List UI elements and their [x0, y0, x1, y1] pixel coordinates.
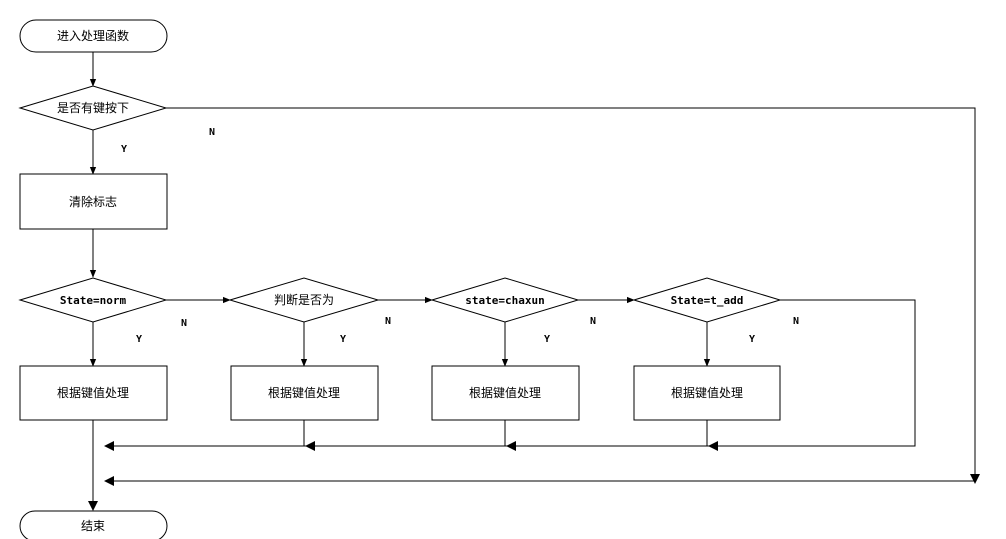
arrow-no-key-merge	[104, 476, 114, 486]
label-tadd-yes: Y	[749, 334, 755, 345]
process-key-value-2: 根据键值处理	[230, 365, 379, 421]
process-key-value-4-label: 根据键值处理	[671, 385, 743, 400]
label-key-no: N	[209, 127, 215, 138]
label-key-yes: Y	[121, 144, 127, 155]
process-key-value-4: 根据键值处理	[633, 365, 781, 421]
arrow-process2-merge	[305, 441, 315, 451]
label-chaxun-yes: Y	[544, 334, 550, 345]
decision-state-t-add: State=t_add	[632, 277, 782, 323]
decision-judge: 判断是否为	[228, 277, 380, 323]
process-key-value-1: 根据键值处理	[19, 365, 168, 421]
end-node: 结束	[19, 510, 168, 539]
decision-judge-label: 判断是否为	[274, 292, 334, 307]
label-norm-no: N	[181, 318, 187, 329]
decision-state-norm-label: State=norm	[60, 294, 127, 307]
arrow-process3-merge	[506, 441, 516, 451]
label-norm-yes: Y	[136, 334, 142, 345]
arrow-process4-merge	[708, 441, 718, 451]
arrow-tadd-no-merge	[104, 441, 114, 451]
label-judge-yes: Y	[340, 334, 346, 345]
label-chaxun-no: N	[590, 316, 596, 327]
label-tadd-no: N	[793, 316, 799, 327]
connectors	[88, 52, 980, 511]
edge-key-no-to-end	[165, 107, 976, 481]
arrow-to-end	[88, 501, 98, 511]
decision-key-pressed: 是否有键按下	[18, 85, 168, 131]
process-clear-flag-label: 清除标志	[69, 194, 117, 209]
start-label: 进入处理函数	[57, 28, 129, 43]
end-label: 结束	[81, 519, 105, 533]
decision-state-chaxun-label: state=chaxun	[465, 294, 544, 307]
start-node: 进入处理函数	[19, 19, 168, 53]
arrow-key-no-down	[970, 474, 980, 484]
process-key-value-1-label: 根据键值处理	[57, 385, 129, 400]
process-key-value-3: 根据键值处理	[431, 365, 580, 421]
branch-labels: N Y N Y N Y N Y N Y	[121, 127, 799, 345]
label-judge-no: N	[385, 316, 391, 327]
process-key-value-2-label: 根据键值处理	[268, 385, 340, 400]
decision-key-pressed-label: 是否有键按下	[57, 101, 129, 115]
decision-state-chaxun: state=chaxun	[430, 277, 580, 323]
decision-state-t-add-label: State=t_add	[671, 294, 744, 307]
decision-state-norm: State=norm	[18, 277, 168, 323]
process-clear-flag: 清除标志	[19, 173, 168, 230]
process-key-value-3-label: 根据键值处理	[469, 385, 541, 400]
